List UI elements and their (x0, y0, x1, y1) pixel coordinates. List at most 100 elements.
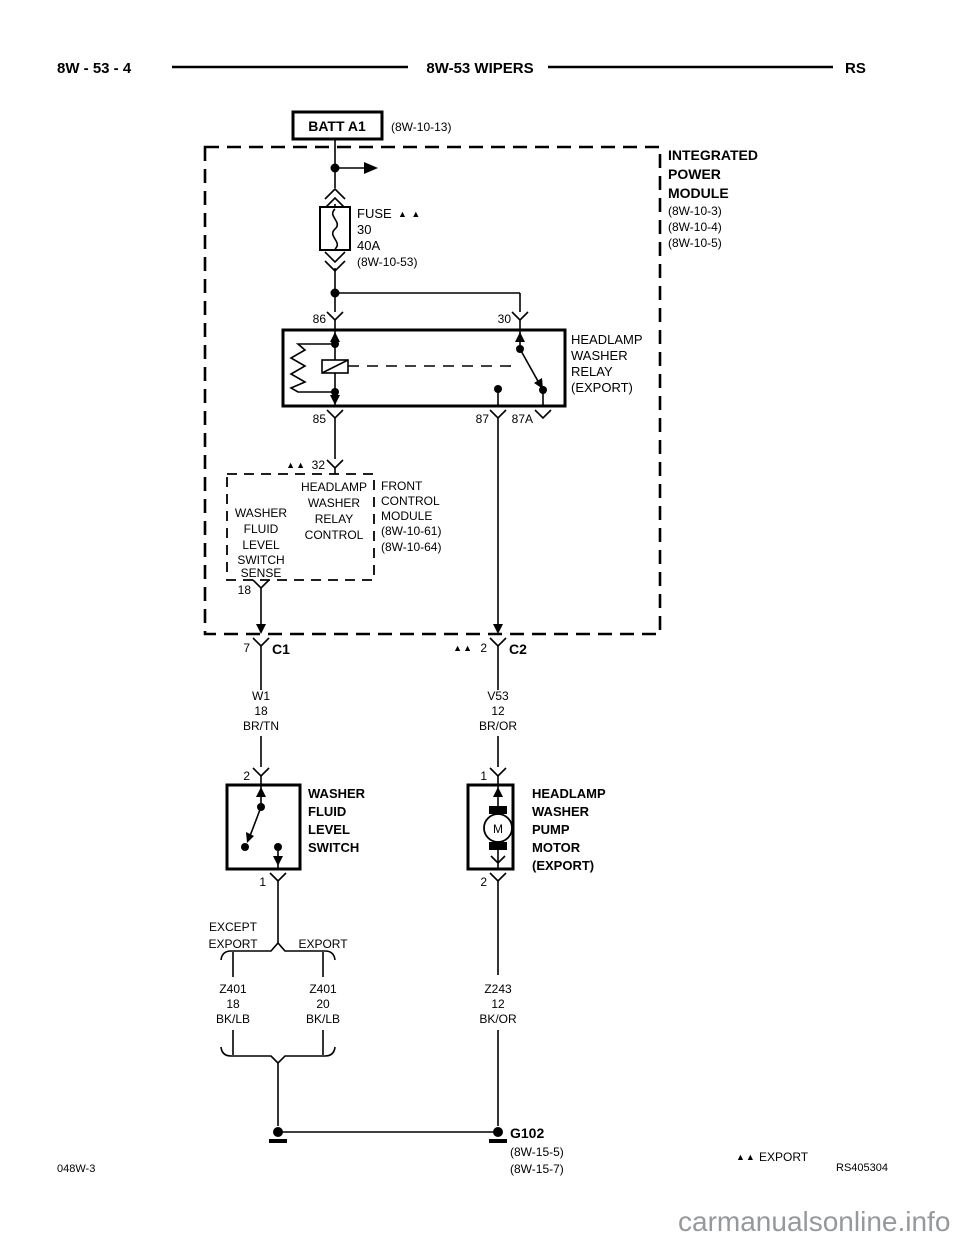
batt-label: BATT A1 (308, 118, 366, 134)
ground-right-bar (489, 1139, 507, 1143)
fcm-signal-sense-line: SWITCH (237, 553, 284, 567)
headlamp-washer-relay: 86 30 85 87 87A (281, 311, 643, 428)
feed-arrowhead-icon (364, 162, 378, 174)
connector-fork-icon (252, 579, 270, 596)
ipm-name-line: MODULE (668, 185, 729, 201)
fcm-name-line: CONTROL (381, 494, 440, 508)
pump-name-line: PUMP (532, 822, 570, 837)
footer-export-marker: ▲▲ (736, 1152, 756, 1162)
relay-name-line: HEADLAMP (571, 332, 643, 347)
arrowhead-icon (330, 395, 340, 405)
fcm-ref: (8W-10-61) (381, 524, 441, 538)
wire-color: BR/TN (243, 719, 279, 733)
export-branch-split: EXCEPT EXPORT EXPORT (208, 920, 348, 961)
page-title: 8W-53 WIPERS (426, 60, 533, 77)
relay-name-line: (EXPORT) (571, 380, 633, 395)
fcm-pin32-marker: ▲▲ (286, 460, 306, 470)
arrowhead-icon (256, 787, 266, 797)
batt-box (291, 110, 384, 141)
fuse: FUSE ▲ ▲ 30 40A (8W-10-53) (319, 206, 420, 269)
fcm-signal-sense-line: SENSE (241, 566, 282, 580)
page-header: 8W - 53 - 4 8W-53 WIPERS RS (57, 60, 866, 77)
wire-label-v53: V53 12 BR/OR (479, 689, 517, 733)
arrowhead-icon (256, 624, 266, 634)
wire-id: W1 (252, 689, 270, 703)
relay-pin-86: 86 (313, 312, 327, 326)
fcm-dashed-box (226, 473, 375, 581)
c1-pin: 7 (243, 641, 250, 655)
ground-label: G102 (510, 1125, 544, 1141)
c1-label: C1 (272, 641, 290, 657)
ground-ref: (8W-15-5) (510, 1145, 564, 1159)
footer-export-label: EXPORT (759, 1150, 809, 1164)
connector-fork-icon (252, 767, 270, 785)
relay-name-line: RELAY (571, 364, 613, 379)
motor-exit-chevron-icon (490, 855, 506, 865)
wire-gauge: 12 (491, 704, 505, 718)
pump-pin-top: 1 (480, 769, 487, 783)
wire-color: BK/LB (216, 1012, 250, 1026)
arrowhead-icon (273, 856, 283, 866)
ipm-ref: (8W-10-4) (668, 220, 722, 234)
pump-name-line: WASHER (532, 804, 590, 819)
relay-box (281, 328, 567, 408)
fcm-pin-18: 18 (238, 583, 252, 597)
fcm-signal-relay-line: WASHER (308, 496, 361, 510)
c2-marker: ▲▲ (453, 643, 473, 653)
ground-left-bar (269, 1139, 287, 1143)
fuse-element-icon (331, 208, 339, 250)
ipm-module: INTEGRATED POWER MODULE (8W-10-3) (8W-10… (203, 145, 758, 636)
pump-box (466, 783, 515, 871)
connector-fork-icon (326, 459, 344, 474)
branch-right-label: EXPORT (298, 937, 348, 951)
branch-left-label-line: EXPORT (208, 937, 258, 951)
wire-id: Z243 (484, 982, 512, 996)
ground-ref: (8W-15-7) (510, 1162, 564, 1176)
wire-label-z243: Z243 12 BK/OR (479, 982, 517, 1026)
fcm-signal-sense-line: LEVEL (242, 538, 280, 552)
arrowhead-icon (330, 332, 340, 342)
pump-name-line: MOTOR (532, 840, 581, 855)
header-left: 8W - 53 - 4 (57, 60, 132, 77)
merge-brace-icon (220, 1046, 336, 1065)
branch-left-label-line: EXCEPT (209, 920, 258, 934)
connector-fork-icon (326, 409, 552, 428)
c2-pin: 2 (480, 641, 487, 655)
wire-label-z401-left: Z401 18 BK/LB (216, 982, 250, 1026)
fcm-signal-sense-line: WASHER (235, 506, 288, 520)
switch-name-line: FLUID (308, 804, 346, 819)
wire-color: BK/OR (479, 1012, 517, 1026)
battery-feed: BATT A1 (8W-10-13) (291, 110, 451, 141)
continuation-chevrons-down-icon (324, 251, 346, 273)
wire-id: Z401 (219, 982, 247, 996)
ground-right-icon (493, 1127, 503, 1137)
c2-label: C2 (509, 641, 527, 657)
front-control-module: ▲▲ 32 HEADLAMP WASHER RELAY CONTROL WASH… (226, 458, 441, 597)
switch-arm (249, 806, 262, 837)
junction-dots (330, 163, 340, 298)
fcm-pin-32: 32 (312, 458, 326, 472)
ipm-ref: (8W-10-3) (668, 204, 722, 218)
relay-resistor-icon (289, 343, 335, 393)
fcm-name-line: FRONT (381, 479, 423, 493)
arrowhead-icon (534, 378, 543, 389)
fcm-signal-sense-line: FLUID (244, 522, 279, 536)
split-brace-icon (220, 941, 336, 961)
wire-label-z401-right: Z401 20 BK/LB (306, 982, 340, 1026)
wire-gauge: 18 (226, 997, 240, 1011)
washer-fluid-level-switch: 2 WASHER FLUID LEVEL SWITCH 1 (225, 767, 366, 889)
wire-id: Z401 (309, 982, 337, 996)
motor-letter: M (493, 822, 503, 836)
arrowhead-icon (515, 332, 525, 342)
watermark: carmanualsonline.info (678, 1206, 950, 1237)
ground-g102: G102 (8W-15-5) (8W-15-7) (269, 1125, 564, 1176)
ipm-ref: (8W-10-5) (668, 236, 722, 250)
arrowhead-icon (246, 832, 254, 843)
pump-name-line: (EXPORT) (532, 858, 594, 873)
switch-name-line: WASHER (308, 786, 366, 801)
fcm-signal-relay-line: CONTROL (305, 528, 364, 542)
arrowhead-icon (493, 787, 503, 797)
pump-name-line: HEADLAMP (532, 786, 606, 801)
relay-name-line: WASHER (571, 348, 628, 363)
